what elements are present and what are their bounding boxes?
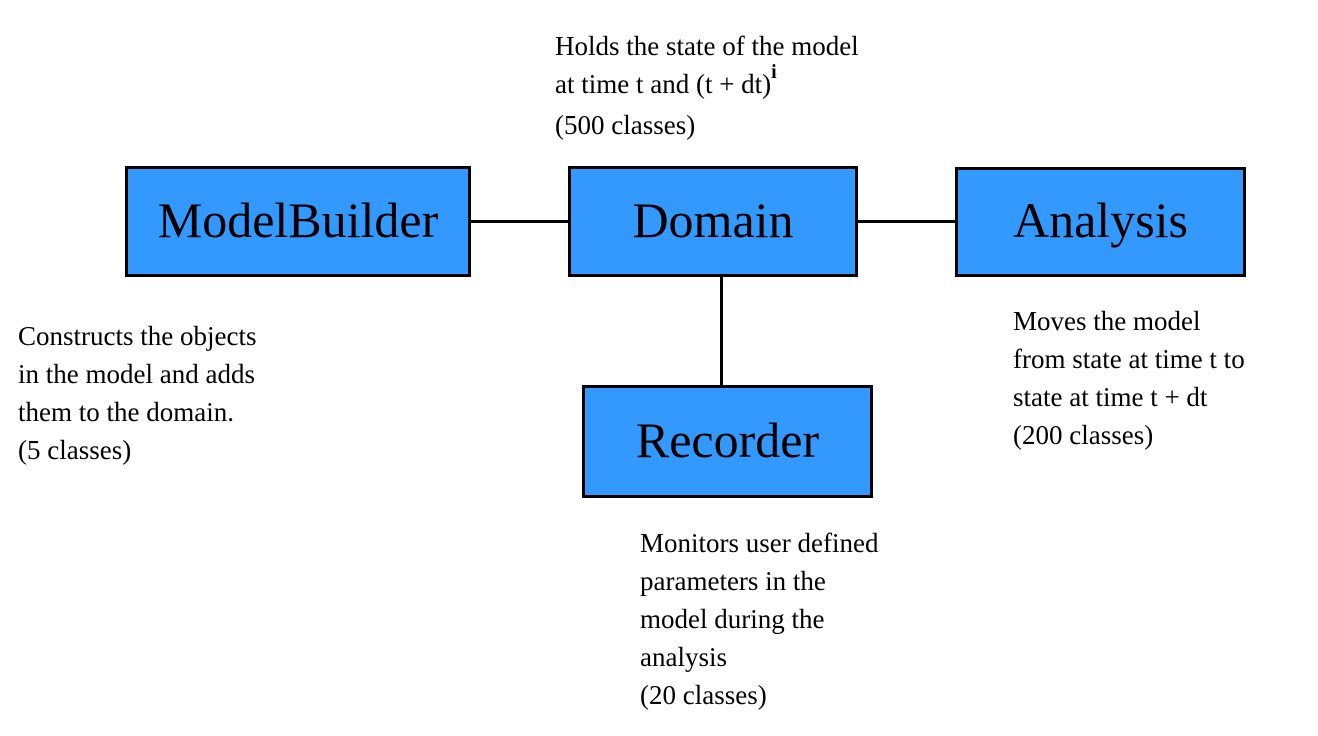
note-line: (500 classes): [555, 110, 696, 140]
note-domain-description: Holds the state of the model at time t a…: [555, 27, 859, 144]
note-line: them to the domain.: [18, 397, 234, 427]
note-line: (200 classes): [1013, 420, 1154, 450]
note-line: (20 classes): [640, 680, 767, 710]
node-domain: Domain: [568, 166, 858, 277]
note-line: state at time t + dt: [1013, 382, 1208, 412]
node-domain-label: Domain: [632, 191, 794, 248]
note-line: Monitors user defined: [640, 528, 879, 558]
note-line: from state at time t to: [1013, 344, 1245, 374]
node-analysis: Analysis: [955, 167, 1246, 277]
node-recorder: Recorder: [582, 385, 873, 498]
note-line: analysis: [640, 642, 727, 672]
note-line: Moves the model: [1013, 306, 1201, 336]
note-line: in the model and adds: [18, 359, 255, 389]
node-modelbuilder: ModelBuilder: [125, 166, 471, 277]
note-recorder-description: Monitors user defined parameters in the …: [640, 524, 878, 714]
note-line: (5 classes): [18, 435, 132, 465]
connector-modelbuilder-domain: [471, 220, 568, 223]
note-line: Holds the state of the model: [555, 31, 859, 61]
superscript-i: i: [771, 61, 777, 83]
node-recorder-label: Recorder: [635, 411, 820, 468]
note-line-text: at time t and (t + dt): [555, 69, 772, 99]
connector-domain-analysis: [858, 220, 955, 223]
node-modelbuilder-label: ModelBuilder: [157, 191, 439, 248]
note-line: Constructs the objects: [18, 321, 257, 351]
note-analysis-description: Moves the model from state at time t to …: [1013, 302, 1245, 454]
node-analysis-label: Analysis: [1013, 192, 1188, 248]
connector-domain-recorder: [720, 277, 723, 385]
note-line: at time t and (t + dt)i: [555, 61, 859, 106]
note-modelbuilder-description: Constructs the objects in the model and …: [18, 317, 256, 469]
note-line: parameters in the: [640, 566, 826, 596]
note-line: model during the: [640, 604, 825, 634]
